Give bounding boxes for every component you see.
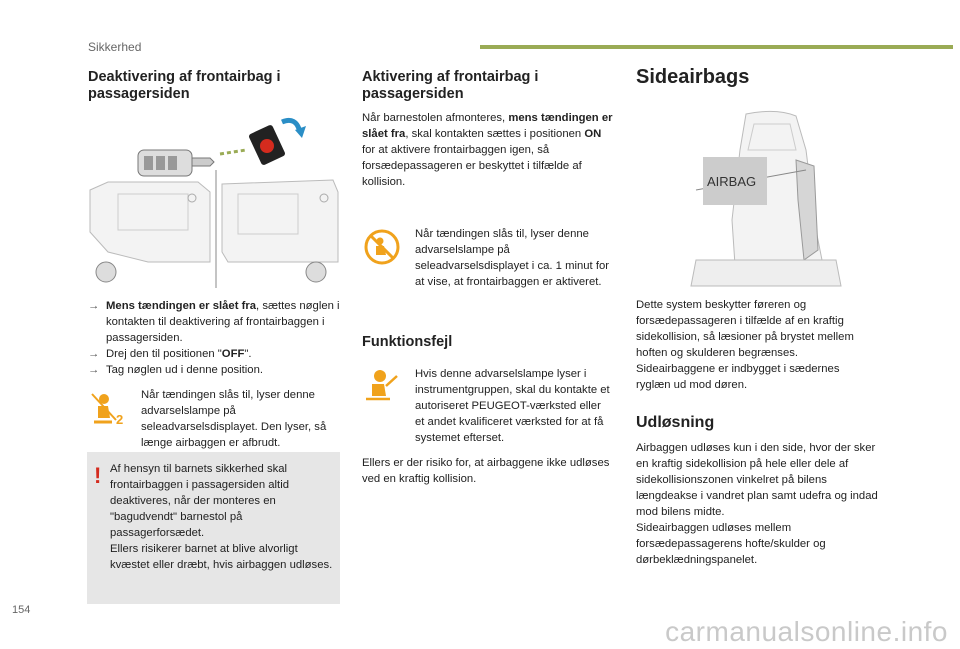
col2-title: Aktivering af frontairbag i passagerside…	[362, 69, 539, 102]
step-item: → Drej den til positionen "OFF".	[88, 346, 340, 362]
warning-text: Af hensyn til barnets sikkerhed skal fro…	[110, 463, 333, 571]
step-text: , sættes nøglen i kontakten til deaktive…	[106, 300, 340, 344]
intro-text: Når barnestolen afmonteres,	[362, 112, 509, 124]
col3-title: Sideairbags	[636, 66, 750, 88]
airbag-fault-icon	[364, 368, 400, 402]
warning-box	[87, 452, 340, 604]
intro-text: , skal kontakten sættes i positionen	[405, 128, 585, 140]
intro-bold: mens tændingen er slået fra	[362, 112, 613, 140]
col3-sub-text: Airbaggen udløses kun i den side, hvor d…	[636, 442, 878, 566]
step-text: ".	[244, 348, 252, 360]
fault-text: Ellers er der risiko for, at airbaggene …	[362, 457, 610, 485]
col1-steps: → Mens tændingen er slået fra, sættes nø…	[88, 298, 340, 378]
col2-intro: Når barnestolen afmonteres, mens tænding…	[362, 110, 616, 190]
passenger-airbag-off-icon: 2	[90, 392, 130, 427]
dashboard-key-svg	[89, 117, 339, 288]
key-switch-illustration	[88, 112, 341, 292]
step-text: Drej den til positionen "	[106, 348, 222, 360]
bullet-marker-icon: →	[88, 364, 100, 376]
airbag-label-box	[703, 157, 767, 205]
step-bold: Mens tændingen er slået fra	[106, 300, 257, 312]
col1-title: Deaktivering af frontairbag i passagersi…	[88, 69, 281, 102]
seat-svg	[690, 110, 842, 287]
seat-airbag-illustration	[636, 110, 871, 288]
warning-exclamation-icon: !	[94, 463, 102, 488]
udloesning-title: Udløsning	[636, 414, 715, 431]
intro-on-bold: ON	[584, 128, 602, 140]
col3-desc: Dette system beskytter føreren og forsæd…	[636, 299, 854, 391]
section-label: Sikkerhed	[88, 40, 142, 54]
svg-text:2: 2	[116, 412, 123, 426]
step-bold: OFF	[221, 348, 245, 360]
airbag-label: AIRBAG	[707, 174, 757, 189]
watermark-text: carmanualsonline.info	[665, 616, 948, 647]
fault-title: Funktionsfejl	[362, 334, 453, 350]
intro-text: for at aktivere frontairbaggen igen, så …	[362, 144, 582, 188]
bullet-marker-icon: →	[88, 348, 100, 360]
col2-note: Når tændingen slås til, lyser denne adva…	[415, 228, 610, 288]
fault-note: Hvis denne advarselslampe lyser i instru…	[415, 368, 610, 444]
step-text: Tag nøglen ud i denne position.	[106, 364, 264, 376]
bullet-marker-icon: →	[88, 300, 100, 312]
step-item: → Tag nøglen ud i denne position.	[88, 362, 340, 378]
page-number: 154	[12, 604, 31, 616]
header-accent-bar	[480, 45, 953, 49]
step-item: → Mens tændingen er slået fra, sættes nø…	[88, 298, 340, 346]
airbag-deactivated-icon	[364, 229, 400, 265]
col1-note: Når tændingen slås til, lyser denne adva…	[141, 389, 327, 449]
